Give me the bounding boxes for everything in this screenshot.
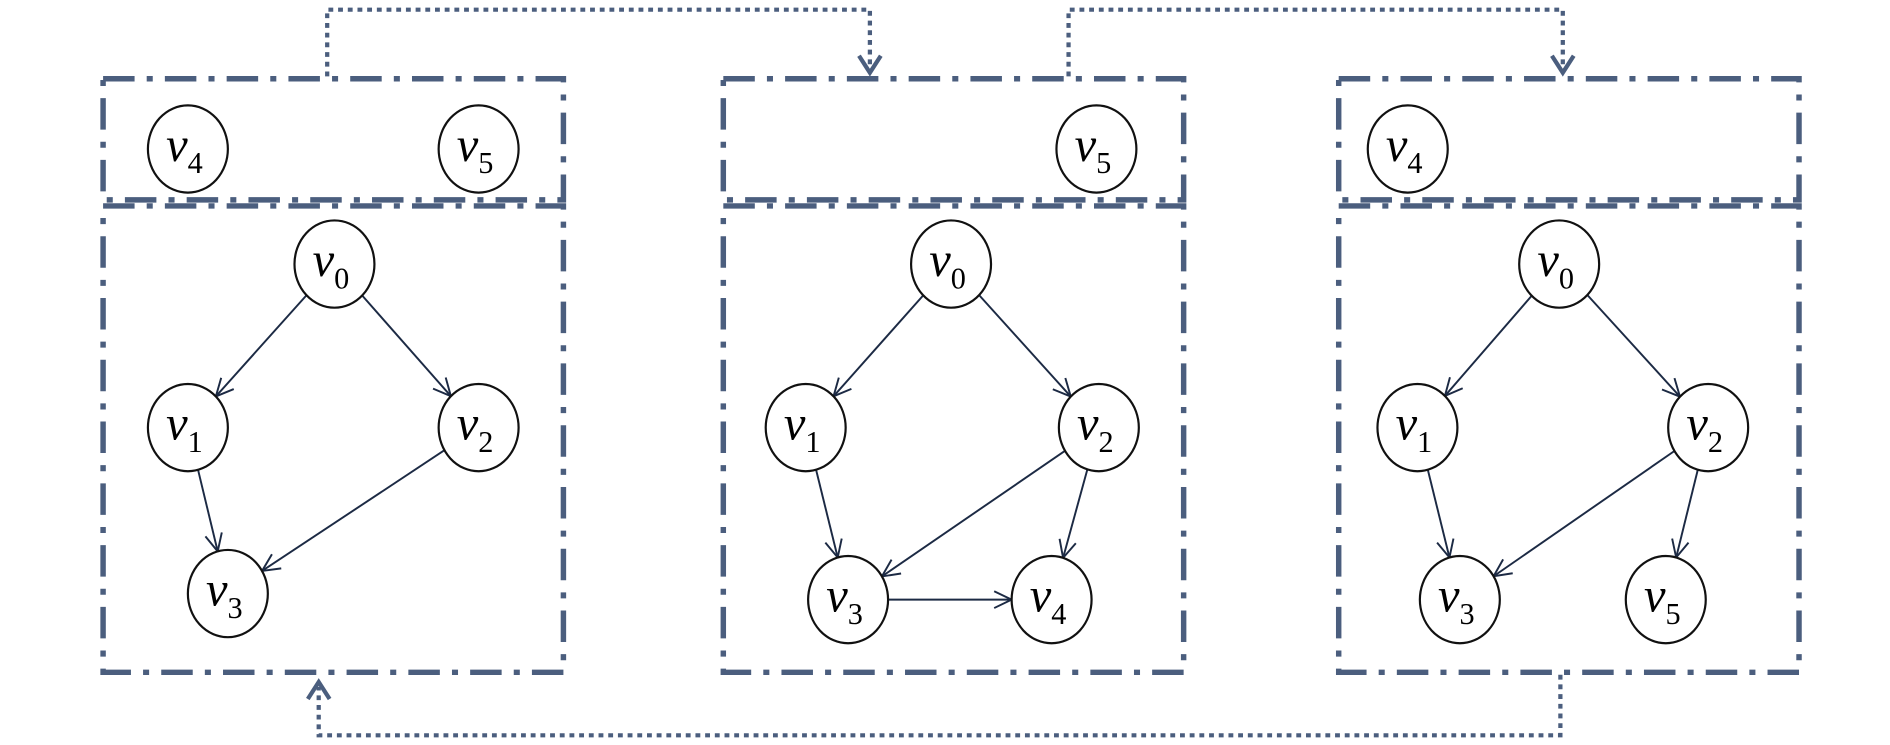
- node-v1: v1: [146, 382, 229, 473]
- node-v5: v5: [437, 104, 520, 194]
- panels: v4 v5 v0 v1 v2 v3 v5 v0 v1 v2 v3 v4 v4 v0 v1 v2 v3 v5: [100, 76, 1802, 676]
- node-v2: v2: [1667, 382, 1750, 473]
- node-v0: v0: [1518, 219, 1601, 309]
- edge-v2-v5: [1671, 469, 1699, 560]
- node-v2: v2: [1057, 382, 1140, 473]
- node-label: v4: [1030, 570, 1067, 631]
- node-v5: v5: [1055, 104, 1138, 194]
- node-label: v3: [1438, 570, 1475, 631]
- node-v5: v5: [1624, 554, 1707, 645]
- edge-v2-v4: [1058, 469, 1089, 561]
- connector-panel-3-to-panel-1: [306, 674, 1563, 738]
- panel-1: v4 v5 v0 v1 v2 v3: [100, 76, 567, 676]
- node-label: v0: [313, 234, 350, 295]
- edge-v0-v2: [1586, 294, 1682, 399]
- edge-v1-v3: [1426, 469, 1455, 560]
- edge-v2-v3: [1491, 450, 1675, 578]
- node-v3: v3: [186, 548, 269, 639]
- arrow-down-icon: [857, 54, 883, 77]
- edge-v0-v1: [832, 294, 924, 398]
- connectors: [306, 7, 1576, 738]
- lower-frame: [720, 203, 1187, 676]
- node-label: v0: [1537, 234, 1574, 295]
- arrow-up-icon: [306, 678, 332, 701]
- upper-frame: [720, 76, 1187, 203]
- node-label: v1: [166, 398, 203, 459]
- lower-frame: [100, 203, 567, 676]
- node-label: v2: [457, 398, 494, 459]
- node-label: v1: [1396, 398, 1433, 459]
- node-v1: v1: [764, 382, 847, 473]
- node-label: v2: [1686, 398, 1723, 459]
- connector-panel-2-to-panel-3: [1066, 7, 1576, 77]
- node-label: v5: [1075, 119, 1112, 180]
- node-label: v5: [1644, 570, 1681, 631]
- node-label: v4: [1386, 119, 1423, 180]
- node-v2: v2: [437, 382, 520, 473]
- arrow-down-icon: [1550, 54, 1576, 77]
- node-label: v3: [206, 564, 243, 625]
- node-label: v2: [1077, 398, 1114, 459]
- node-v1: v1: [1376, 382, 1459, 473]
- edge-v0-v2: [361, 294, 453, 398]
- connector-panel-1-to-panel-2: [325, 7, 883, 77]
- edge-v0-v1: [1443, 295, 1533, 398]
- upper-frame: [100, 76, 567, 203]
- node-label: v4: [166, 119, 203, 180]
- lower-frame: [1335, 203, 1802, 676]
- panel-3: v4 v0 v1 v2 v3 v5: [1335, 76, 1802, 676]
- upper-frame: [1335, 76, 1802, 203]
- node-label: v1: [784, 398, 821, 459]
- edge-v0-v2: [978, 294, 1073, 399]
- panel-2: v5 v0 v1 v2 v3 v4: [720, 76, 1187, 676]
- node-v3: v3: [807, 554, 890, 645]
- edge-v2-v3: [260, 449, 445, 573]
- edge-v0-v1: [214, 294, 308, 399]
- edge-v1-v3: [197, 469, 223, 554]
- node-v0: v0: [909, 219, 993, 309]
- node-v4: v4: [146, 104, 229, 194]
- node-v4: v4: [1010, 554, 1093, 645]
- edge-v1-v3: [815, 469, 843, 560]
- node-v0: v0: [293, 219, 376, 309]
- node-v4: v4: [1366, 104, 1449, 194]
- node-label: v3: [826, 570, 863, 631]
- node-label: v5: [457, 119, 494, 180]
- edge-v3-v4: [888, 590, 1014, 609]
- node-label: v0: [929, 234, 966, 295]
- node-v3: v3: [1418, 554, 1501, 645]
